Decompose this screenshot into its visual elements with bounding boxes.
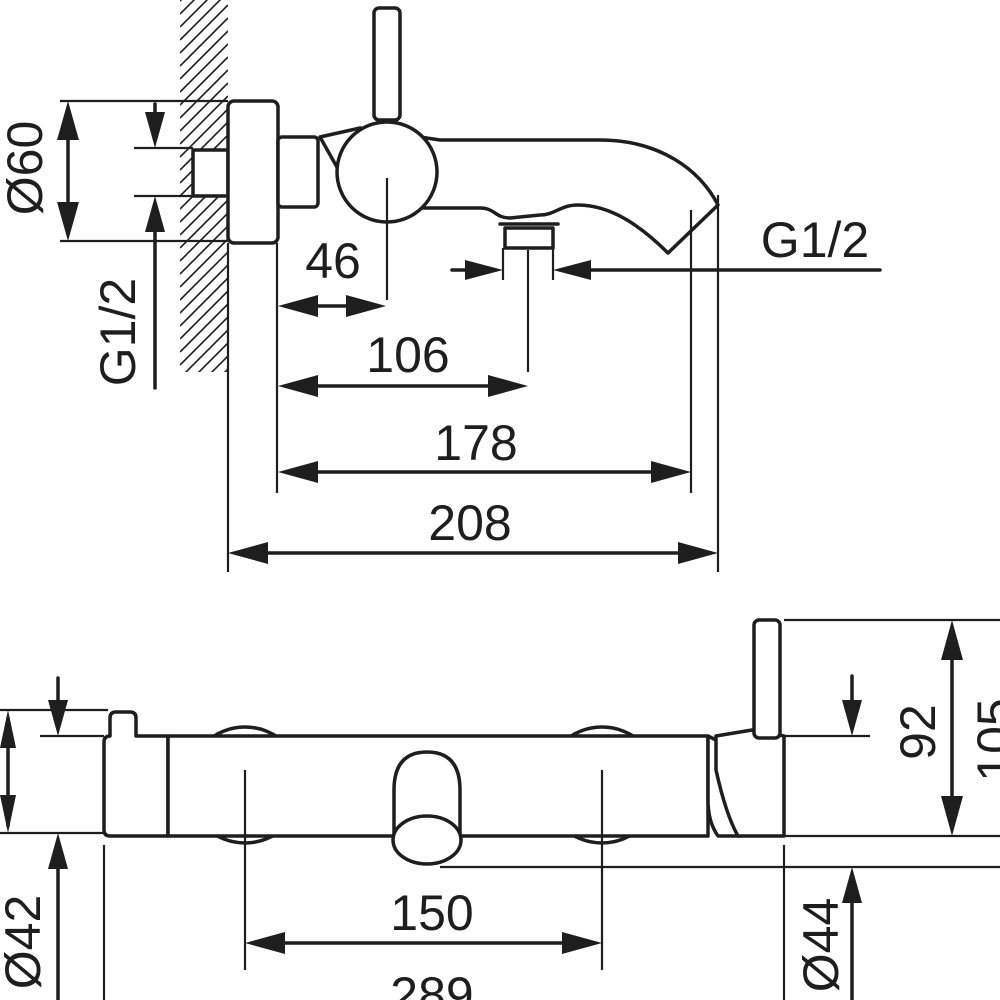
label-dia-body: Ø60 <box>0 121 53 216</box>
label-dia-right: Ø44 <box>793 898 849 993</box>
lever-handle <box>372 6 402 122</box>
left-end-cap <box>102 710 170 838</box>
lever-handle-top <box>752 618 782 740</box>
label-dim-289: 289 <box>390 967 473 1000</box>
wall-escutcheon <box>226 99 280 245</box>
label-dim-208: 208 <box>428 495 511 551</box>
top-view: Ø42 Ø44 92 105 150 289 <box>0 618 1000 1000</box>
label-dim-178: 178 <box>434 415 517 471</box>
label-dim-46: 46 <box>305 233 361 289</box>
label-thread-outlet: G1/2 <box>761 212 869 268</box>
label-dim-150: 150 <box>390 885 473 941</box>
side-view: Ø60 G1/2 46 106 178 <box>0 0 882 572</box>
wall-connector <box>191 148 230 198</box>
eccentric-fitting <box>276 135 320 209</box>
diverter-knob-cap <box>391 814 463 866</box>
label-dim-106: 106 <box>366 327 449 383</box>
label-thread-wall: G1/2 <box>90 278 146 386</box>
label-dim-92: 92 <box>890 704 946 760</box>
label-dia-left: Ø42 <box>0 895 51 990</box>
outlet-thread <box>503 226 555 250</box>
label-dim-105: 105 <box>967 698 1000 781</box>
right-housing <box>714 728 786 838</box>
